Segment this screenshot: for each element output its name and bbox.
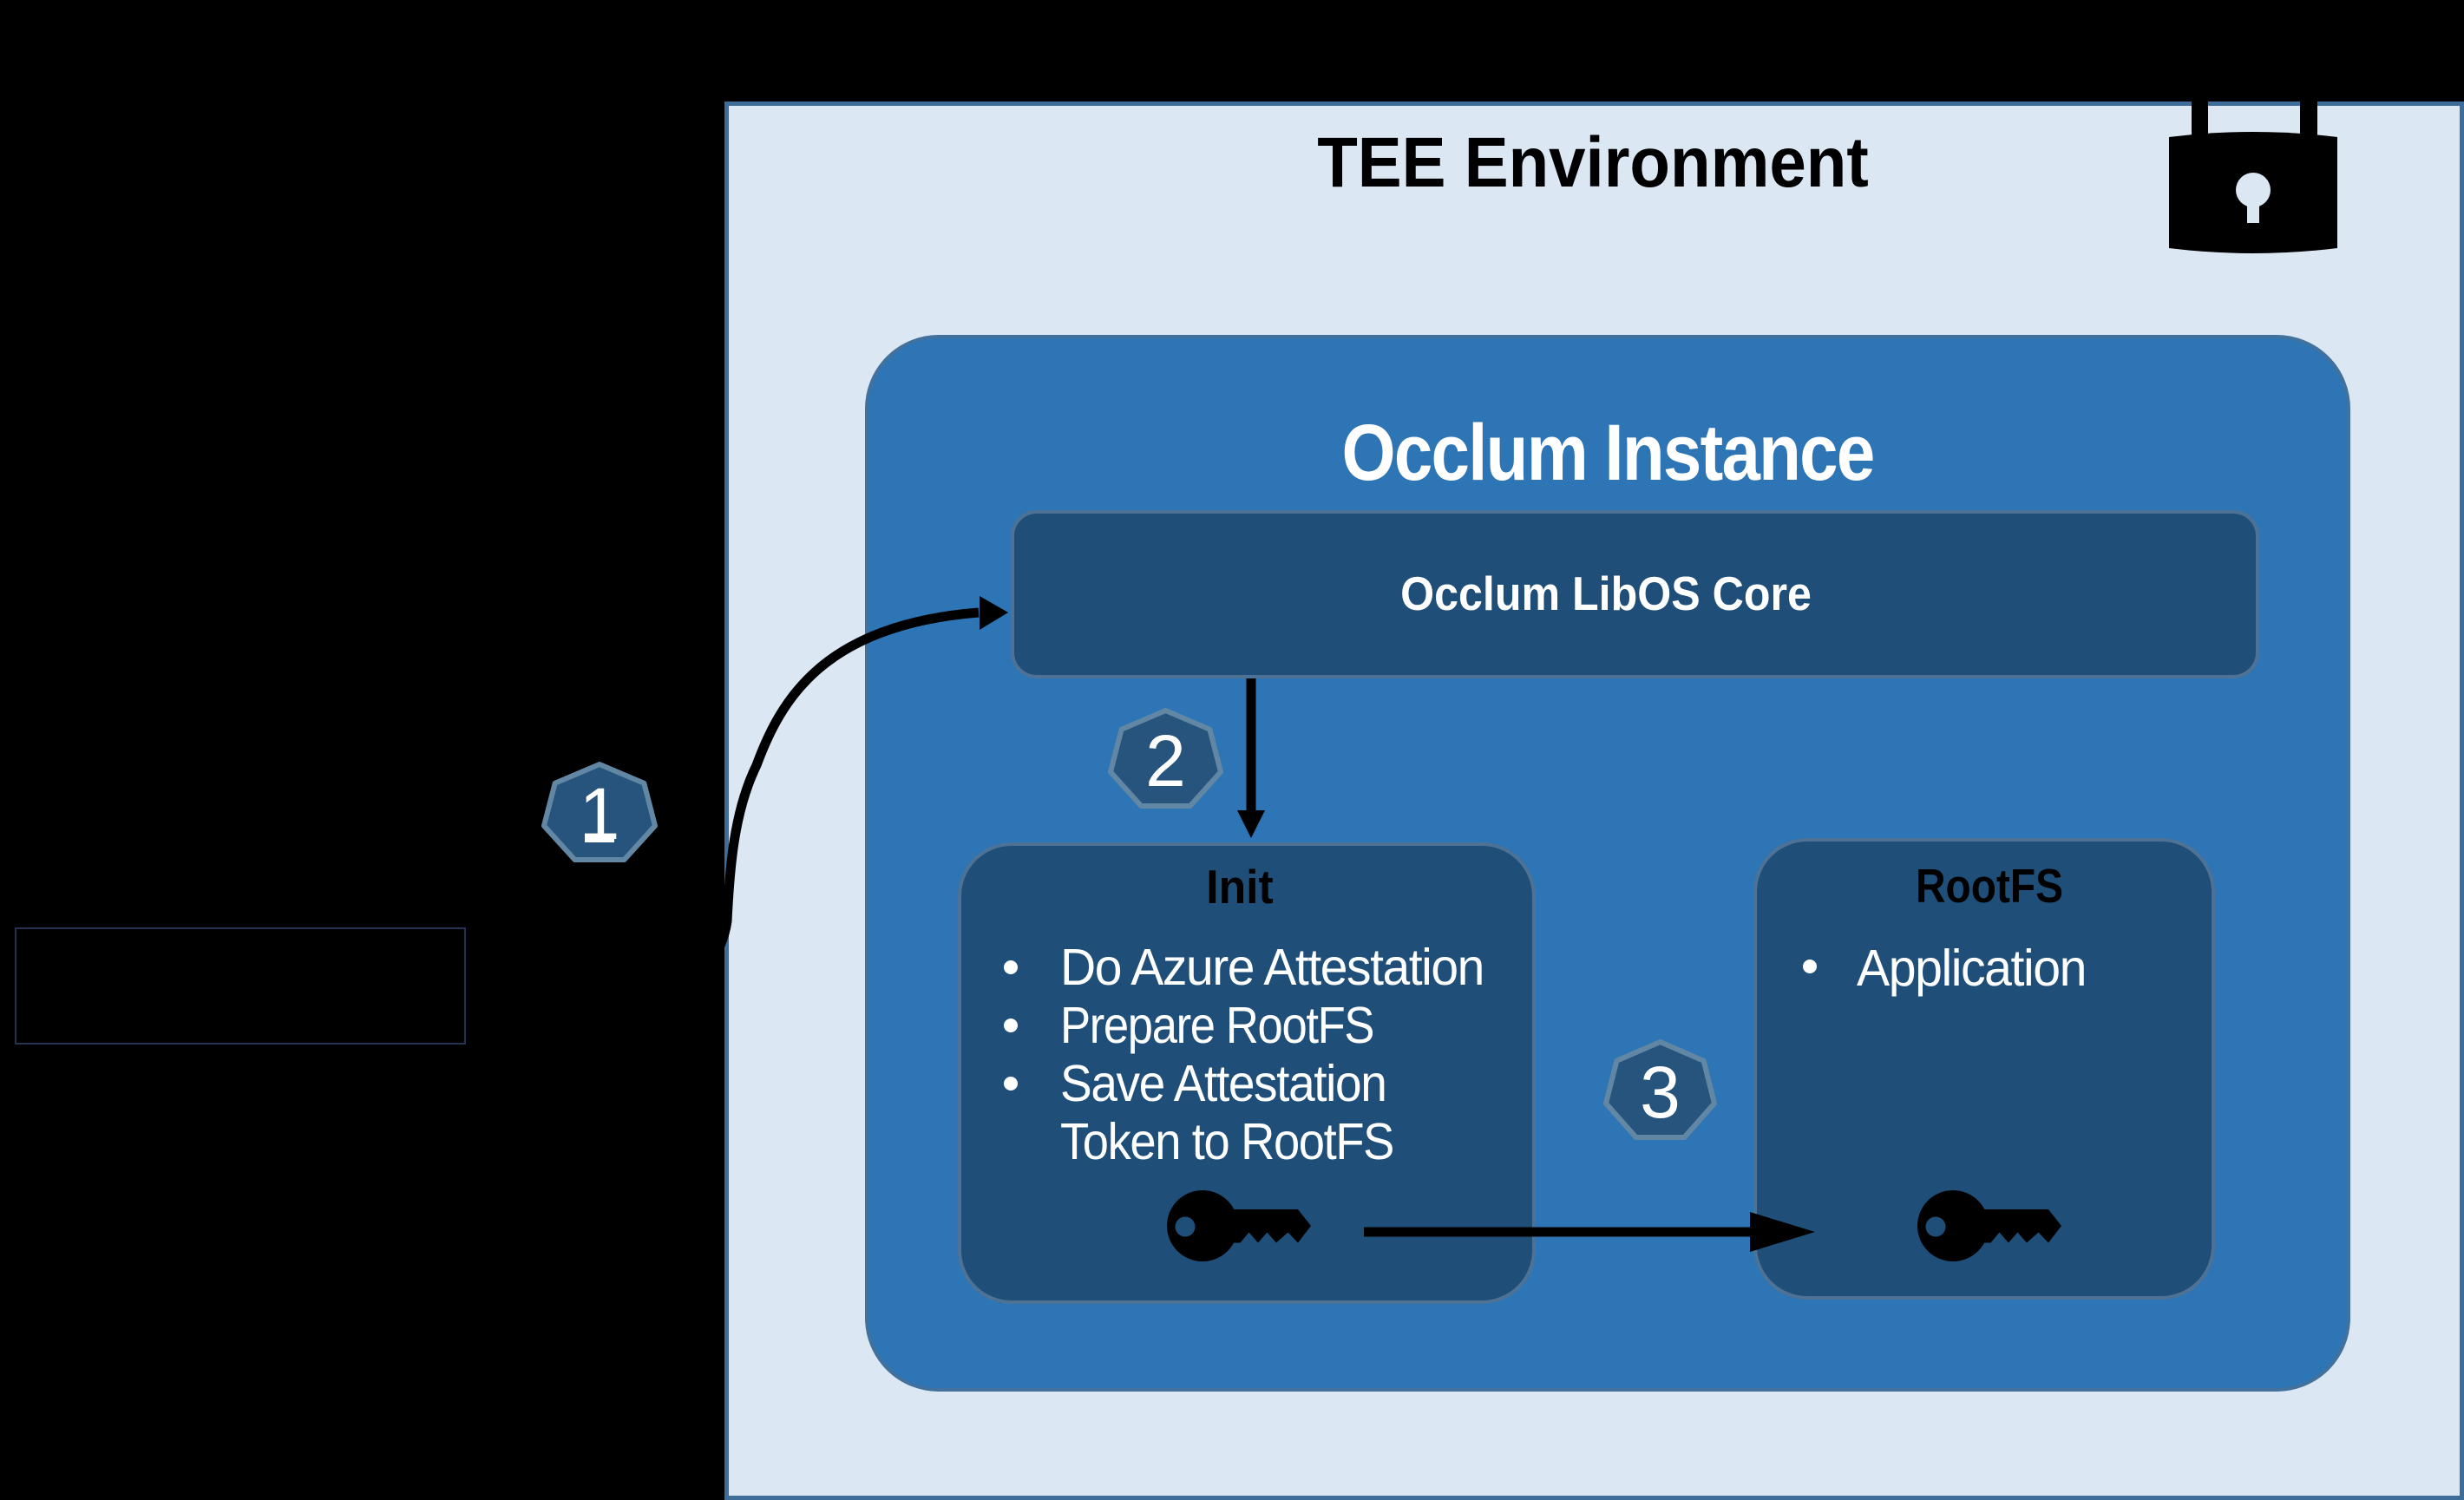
svg-text:1: 1: [580, 773, 620, 855]
